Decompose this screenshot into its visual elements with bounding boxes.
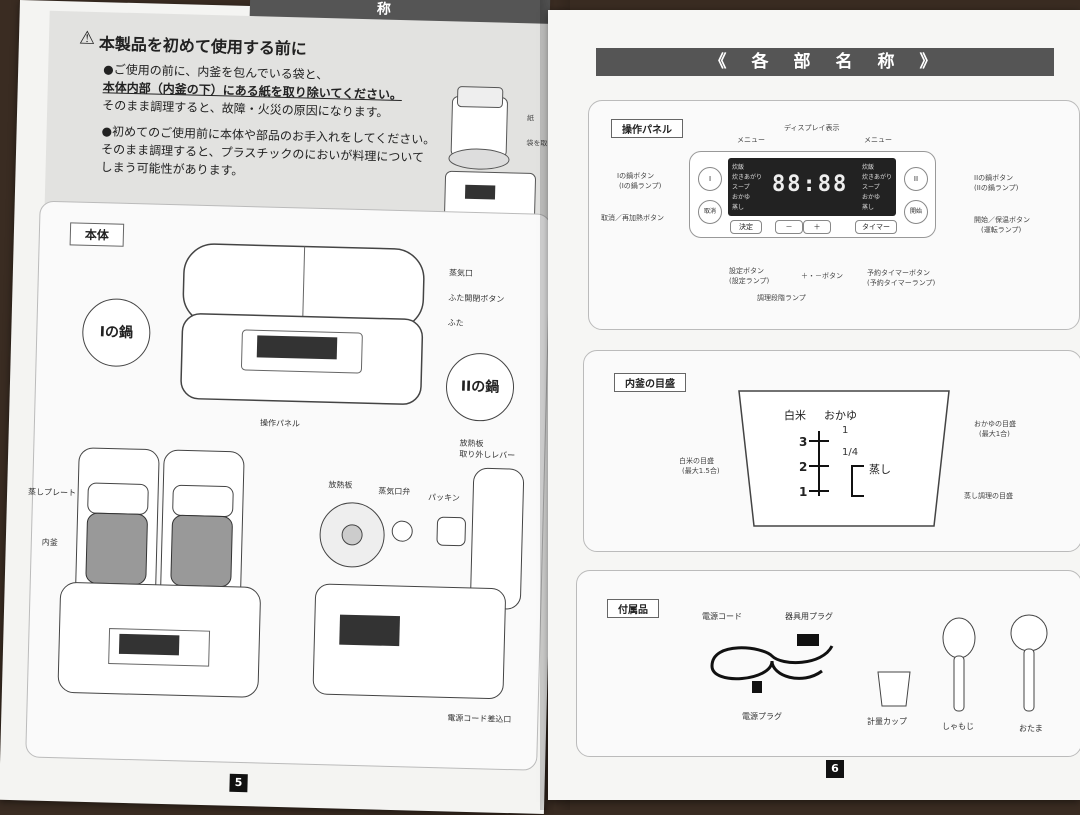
label-status-lamp: 調理段階ランプ <box>757 294 806 302</box>
label-display: ディスプレイ表示 <box>784 124 840 132</box>
operation-panel-box: 操作パネル ディスプレイ表示 メニュー メニュー I 取消 炊飯 炊きあがり ス… <box>588 100 1080 330</box>
label-plus-minus: ＋・－ボタン <box>801 272 843 280</box>
label-timer-lamp: (予約タイマーランプ) <box>867 279 936 287</box>
cooker-front-illustration <box>180 243 425 405</box>
label-power-cord: 電源コード <box>702 612 742 621</box>
label-lid-button: ふた開閉ボタン <box>448 293 505 304</box>
pot2-label: IIの鍋 <box>445 352 515 423</box>
label-timer-button: 予約タイマーボタン <box>867 269 930 277</box>
menu-right-item: おかゆ <box>862 194 881 201</box>
label-inner-pot: 内釜 <box>41 537 58 548</box>
menu-right-item: スープ <box>862 184 880 191</box>
caution-box: ⚠ 本製品を初めて使用する前に ●ご使用の前に、内釜を包んでいる袋と、 本体内部… <box>43 10 603 250</box>
label-set-button: 設定ボタン <box>729 267 764 275</box>
caution-title: 本製品を初めて使用する前に <box>98 34 308 59</box>
menu-right-item: 炊飯 <box>862 164 875 171</box>
label-steam-gauge: 蒸し調理の目盛 <box>964 492 1013 500</box>
label-steam-valve: 蒸気口弁 <box>378 486 411 497</box>
col-rice: 白米 <box>784 409 806 422</box>
label-power-cord-outlet: 電源コード差込口 <box>447 713 512 725</box>
cancel-button[interactable]: 取消 <box>698 200 722 224</box>
rice-mark-2: 2 <box>799 460 808 474</box>
gauge-tag: 内釜の目盛 <box>614 373 686 392</box>
accessories-box: 付属品 電源コード 器具用プラグ 電源プラグ 計量カップ しゃもじ <box>576 570 1080 757</box>
caution-label-paper: 紙 <box>526 114 535 123</box>
right-page-number: 6 <box>826 760 844 778</box>
accessories-tag: 付属品 <box>607 599 659 618</box>
label-control-panel: 操作パネル <box>259 418 301 429</box>
steam-mark: 蒸し <box>869 463 891 476</box>
menu-right-item: 蒸し <box>862 204 875 211</box>
label-pot2-lamp: (IIの鍋ランプ) <box>974 184 1019 192</box>
left-page-number: 5 <box>229 773 248 793</box>
menu-left-item: 蒸し <box>732 204 745 211</box>
label-rice-gauge-max: (最大1.5合) <box>682 467 720 475</box>
display-screen: 炊飯 炊きあがり スープ おかゆ 蒸し 88:88 炊飯 炊きあがり スープ お… <box>728 158 896 216</box>
porridge-mark-quarter: 1/4 <box>842 447 859 458</box>
rice-mark-3: 3 <box>799 435 808 449</box>
menu-left-item: 炊飯 <box>732 164 745 171</box>
label-measuring-cup: 計量カップ <box>867 717 907 726</box>
ladle-icon <box>1010 614 1048 712</box>
measuring-cup-icon <box>877 671 911 707</box>
label-heat-plate: 放熱板 <box>328 480 353 490</box>
segment-display: 88:88 <box>772 172 849 197</box>
caution-illustration <box>444 86 536 224</box>
power-cord-illustration <box>710 634 834 693</box>
caution-line-6: しまう可能性があります。 <box>100 160 244 178</box>
right-page: 《 各 部 名 称 》 操作パネル ディスプレイ表示 メニュー メニュー I 取… <box>548 10 1080 800</box>
open-pots-illustration <box>57 447 261 698</box>
timer-button[interactable]: タイマー <box>855 220 897 234</box>
start-button[interactable]: 開始 <box>904 200 928 224</box>
section-banner: 《 各 部 名 称 》 <box>596 48 1054 76</box>
operation-panel-tag: 操作パネル <box>611 119 683 138</box>
plus-button[interactable]: ＋ <box>803 220 831 234</box>
label-pot2-button: IIの鍋ボタン <box>974 174 1014 182</box>
label-start-button: 開始／保温ボタン <box>974 216 1030 224</box>
control-panel: I 取消 炊飯 炊きあがり スープ おかゆ 蒸し 88:88 炊飯 炊きあがり … <box>689 151 936 238</box>
rice-mark-1: 1 <box>799 485 808 499</box>
body-tag: 本体 <box>69 222 125 247</box>
label-ladle: おたま <box>1019 724 1043 733</box>
label-pot1-lamp: (Iの鍋ランプ) <box>619 182 662 190</box>
label-rice-gauge: 白米の目盛 <box>679 457 714 465</box>
pot1-button[interactable]: I <box>698 167 722 191</box>
minus-button[interactable]: － <box>775 220 803 234</box>
label-packing: パッキン <box>428 492 460 503</box>
open-lid-illustration <box>312 467 525 700</box>
label-steam-plate: 蒸しプレート <box>28 487 77 498</box>
menu-left-item: スープ <box>732 184 750 191</box>
menu-left-item: おかゆ <box>732 194 751 201</box>
label-menu-left: メニュー <box>737 136 765 144</box>
label-porridge-gauge: おかゆの目盛 <box>974 420 1016 428</box>
rice-paddle-icon <box>942 617 976 712</box>
col-porridge: おかゆ <box>824 409 857 422</box>
label-power-plug: 電源プラグ <box>742 712 782 721</box>
menu-left-item: 炊きあがり <box>732 174 763 181</box>
pot1-label: Iの鍋 <box>81 297 152 368</box>
menu-right-item: 炊きあがり <box>862 174 893 181</box>
label-appliance-plug: 器具用プラグ <box>785 612 833 621</box>
body-section-box: 本体 Iの鍋 IIの鍋 蒸気口 ふた開閉ボタン ふた 操作パネル <box>25 200 552 771</box>
left-page: 称 ⚠ 本製品を初めて使用する前に ●ご使用の前に、内釜を包んでいる袋と、 本体… <box>0 0 603 814</box>
label-menu-right: メニュー <box>864 136 892 144</box>
label-start-lamp: (運転ランプ) <box>981 226 1022 234</box>
label-porridge-gauge-max: (最大1合) <box>979 430 1010 438</box>
label-heat-lever: 放熱板 取り外しレバー <box>459 438 516 461</box>
label-set-lamp: (設定ランプ) <box>729 277 770 285</box>
gauge-box: 内釜の目盛 白米 おかゆ 3 2 1 1 1/4 蒸し 白米の目盛 (最大1.5… <box>583 350 1080 552</box>
warning-icon: ⚠ <box>78 27 96 49</box>
label-lid: ふた <box>447 318 464 328</box>
label-rice-paddle: しゃもじ <box>942 722 974 731</box>
porridge-mark-1: 1 <box>842 425 849 436</box>
label-cancel-button: 取消／再加熱ボタン <box>601 214 664 222</box>
label-steam-vent: 蒸気口 <box>448 268 474 278</box>
set-button[interactable]: 決定 <box>730 220 762 234</box>
pot2-button[interactable]: II <box>904 167 928 191</box>
label-pot1-button: Iの鍋ボタン <box>617 172 655 180</box>
inner-pot-outline <box>738 390 950 527</box>
